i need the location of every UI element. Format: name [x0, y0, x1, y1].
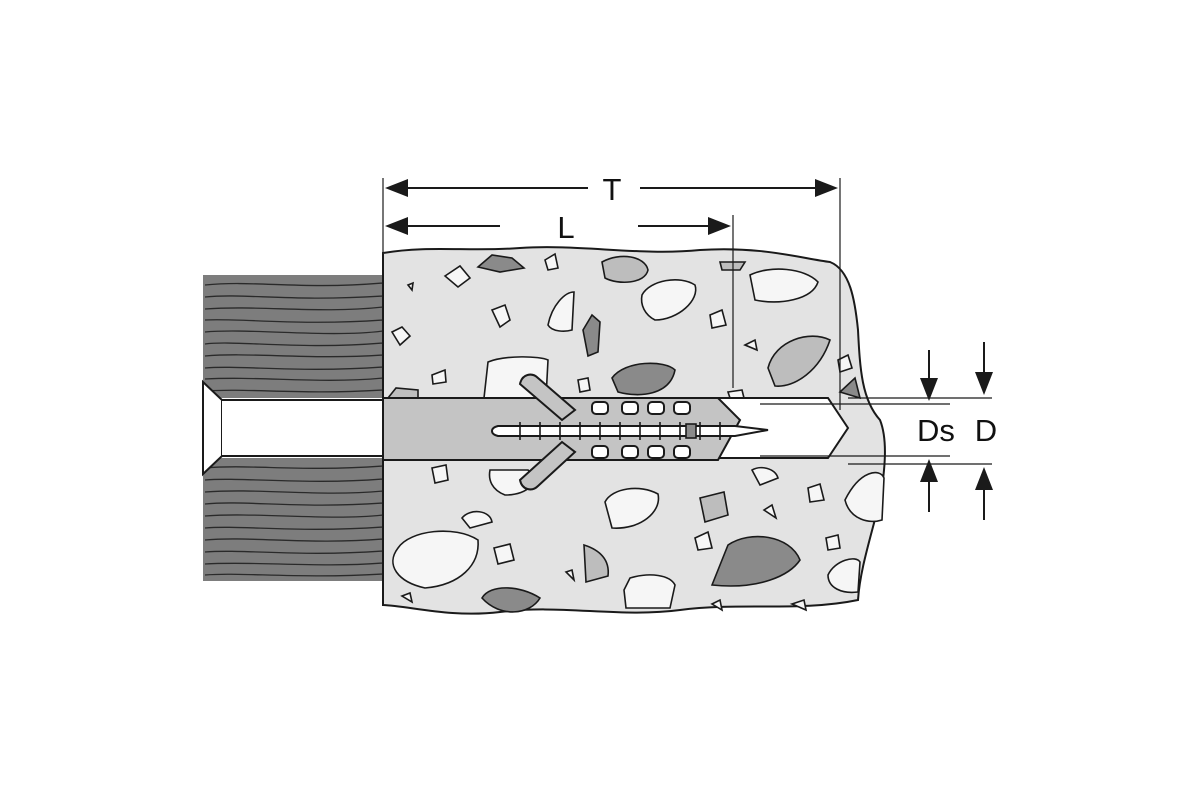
arrow-left-icon — [385, 179, 408, 197]
dimension-label-L: L — [557, 210, 574, 245]
dowel-slot-stop — [685, 423, 697, 439]
dimension-D: D — [848, 342, 997, 520]
screw-shank-hole — [222, 400, 385, 456]
dimension-T: T — [382, 172, 841, 410]
arrow-down-icon — [975, 372, 993, 395]
screw-thread — [519, 422, 721, 440]
dimension-Ds: Ds — [760, 350, 955, 512]
dowel-ribs — [591, 401, 691, 459]
arrow-up-icon — [920, 459, 938, 482]
wood-grain — [204, 282, 384, 577]
arrow-up-icon — [975, 467, 993, 490]
dowel — [382, 373, 769, 491]
wood-board-lower — [203, 458, 385, 581]
arrow-right-icon — [815, 179, 838, 197]
dimension-label-D: D — [975, 413, 997, 448]
dowel-spur-upper — [518, 373, 577, 422]
dimension-label-T: T — [603, 172, 622, 207]
screw-shaft — [491, 425, 769, 437]
aggregate-stones — [386, 252, 885, 613]
dimension-L: L — [385, 210, 734, 388]
dowel-spur-lower — [518, 440, 577, 491]
arrow-left-icon — [385, 217, 408, 235]
wood-board — [202, 275, 385, 581]
arrow-right-icon — [708, 217, 731, 235]
arrow-down-icon — [920, 378, 938, 401]
dimension-label-Ds: Ds — [917, 413, 955, 448]
